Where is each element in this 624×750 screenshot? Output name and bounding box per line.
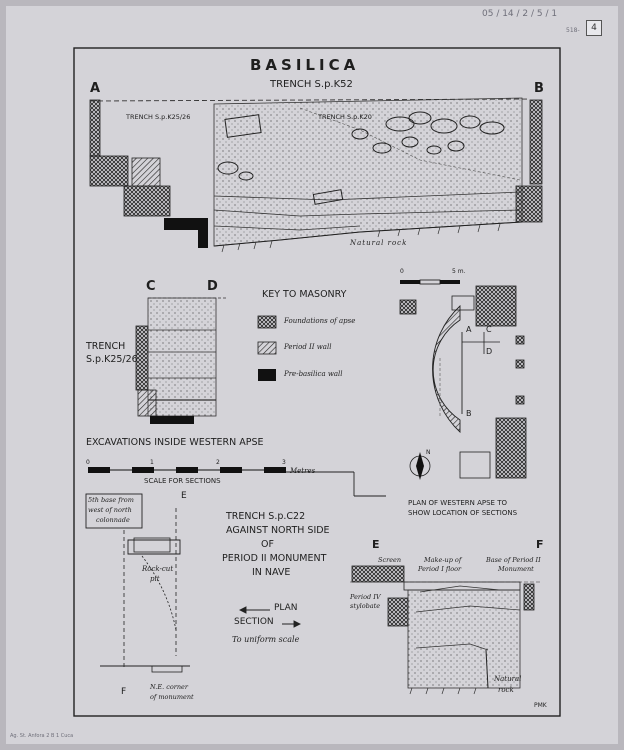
section-label-a: A — [90, 81, 101, 96]
ne-corner-line2: of monument — [150, 693, 194, 701]
key-title: KEY TO MASONRY — [262, 289, 347, 300]
rock-cut-pit-line2: pit — [150, 575, 160, 583]
archive-page-number: 4 — [586, 20, 602, 36]
trench-c22-line5: IN NAVE — [252, 567, 291, 578]
page-title: BASILICA — [250, 56, 360, 74]
natural-rock-label: Natural rock — [350, 239, 408, 247]
trench-k2526-line2: S.p.K25/26 — [86, 354, 138, 365]
section-label-b: B — [534, 81, 544, 96]
scale-unit: Metres — [290, 467, 316, 475]
plan-c22 — [85, 493, 190, 673]
section-label-c: C — [146, 279, 156, 294]
key-swatch-period-ii — [257, 341, 277, 355]
archive-small: 518- — [566, 27, 580, 34]
drawing-frame — [73, 47, 561, 717]
fifth-base-line2: west of north — [88, 506, 132, 514]
plan-caption-line2: SHOW LOCATION OF SECTIONS — [408, 509, 518, 517]
legend-plan: PLAN — [274, 603, 298, 613]
scale-caption: SCALE FOR SECTIONS — [144, 477, 221, 485]
ne-corner-line1: N.E. corner — [150, 683, 189, 691]
scale-tick-3: 3 — [282, 459, 286, 466]
plan-label-b: B — [466, 409, 472, 418]
section-label-e: E — [372, 538, 380, 551]
plan-label-e: E — [181, 491, 187, 501]
section-e-f — [350, 565, 540, 695]
plan-scale-0: 0 — [400, 268, 404, 275]
apse-plan — [399, 279, 527, 480]
screen-label: Screen — [378, 556, 402, 564]
natural-rock2-line2: rock — [498, 686, 514, 694]
trench-k25-small-label: TRENCH S.p.K25/26 — [126, 113, 191, 121]
scale-bar — [88, 467, 286, 473]
legend-section: SECTION — [234, 617, 274, 627]
scale-tick-1: 1 — [150, 459, 154, 466]
stylobate-line2: stylobate — [350, 602, 381, 610]
section-a-b — [89, 97, 543, 253]
makeup-line1: Make-up of — [424, 556, 462, 564]
plan-label-c: C — [486, 325, 492, 334]
trench-c22-line2: AGAINST NORTH SIDE — [226, 525, 330, 536]
trench-k2526-line1: TRENCH — [86, 341, 126, 352]
base-period-line2: Monument — [498, 565, 534, 573]
scale-tick-2: 2 — [216, 459, 220, 466]
plan-label-d: D — [486, 347, 493, 356]
north-label: N — [426, 449, 431, 456]
bottom-note: Ag. St. Anfora 2 B 1 Cuca — [10, 733, 74, 739]
archive-number: 05 / 14 / 2 / 5 / 1 — [482, 9, 558, 19]
key-swatch-apse — [257, 315, 277, 329]
excavations-title: EXCAVATIONS INSIDE WESTERN APSE — [86, 437, 264, 448]
fifth-base-line1: 5th base from — [88, 496, 134, 504]
plan-label-f: F — [121, 687, 127, 697]
initials: PMK — [534, 702, 547, 709]
key-item-apse: Foundations of apse — [284, 317, 356, 325]
uniform-scale-note: To uniform scale — [232, 635, 300, 644]
key-item-pre-basilica: Pre-basilica wall — [284, 370, 343, 378]
trench-k52-label: TRENCH S.p.K52 — [270, 79, 353, 90]
makeup-line2: Period I floor — [418, 565, 462, 573]
fifth-base-line3: colonnade — [96, 516, 130, 524]
trench-c22-line1: TRENCH S.p.C22 — [226, 511, 306, 522]
section-c-d — [135, 297, 228, 424]
plan-label-a: A — [466, 325, 472, 334]
section-label-d: D — [207, 279, 218, 294]
scale-tick-0: 0 — [86, 459, 90, 466]
trench-c22-line4: PERIOD II MONUMENT — [222, 553, 327, 564]
key-item-period-ii: Period II wall — [284, 343, 332, 351]
rock-cut-pit-line1: Rock-cut — [142, 565, 174, 573]
base-period-line1: Base of Period II — [486, 556, 541, 564]
natural-rock2-line1: Natural — [494, 675, 522, 683]
plan-section-arrows — [238, 606, 302, 628]
stylobate-line1: Period IV — [350, 593, 381, 601]
trench-k20-small-label: TRENCH S.p.K20 — [318, 113, 372, 121]
section-label-f: F — [536, 538, 544, 551]
key-swatch-pre-basilica — [258, 369, 276, 381]
plan-caption-line1: PLAN OF WESTERN APSE TO — [408, 499, 507, 507]
trench-c22-line3: OF — [261, 539, 274, 550]
plan-scale-5m: 5 m. — [452, 268, 466, 275]
